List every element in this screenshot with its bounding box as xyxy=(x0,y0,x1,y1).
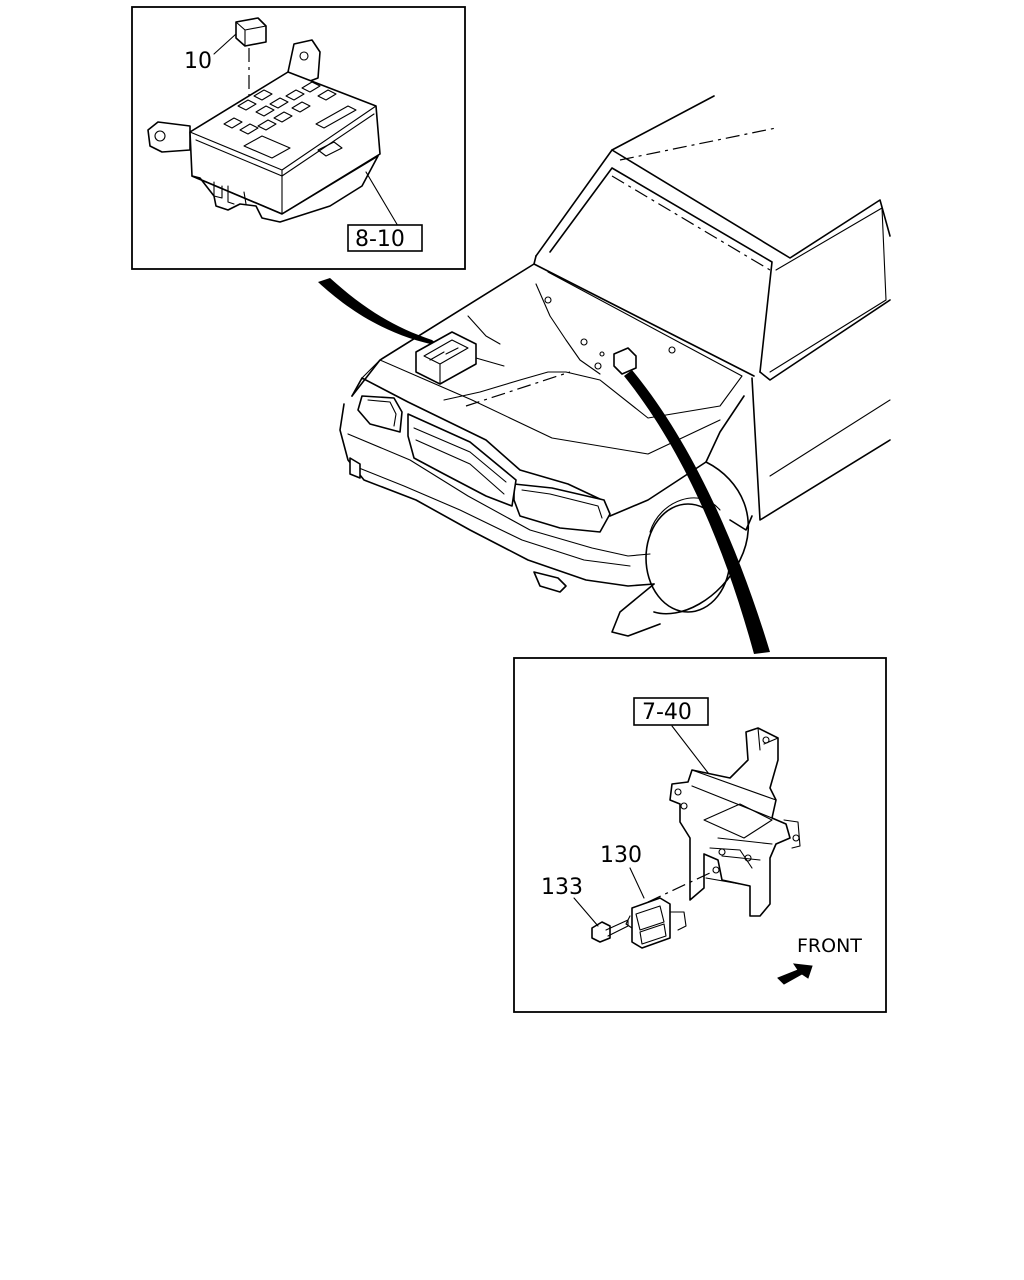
leader-10 xyxy=(213,33,237,55)
callout-7-40: 7-40 xyxy=(642,700,692,725)
pointer-arrow-bracket xyxy=(624,370,770,654)
callout-133: 133 xyxy=(541,875,583,900)
leader-7-40 xyxy=(671,725,713,779)
front-arrow-icon xyxy=(777,963,813,985)
ref-box-7-40 xyxy=(633,697,709,726)
leader-133 xyxy=(573,897,599,927)
leader-130 xyxy=(629,867,645,899)
bolt xyxy=(591,919,629,943)
fuse-relay-box xyxy=(189,71,381,223)
callout-130: 130 xyxy=(600,843,642,868)
relay-part xyxy=(235,17,267,47)
ref-box-8-10 xyxy=(347,224,423,252)
callout-8-10: 8-10 xyxy=(355,227,405,252)
module-install-line xyxy=(647,871,713,903)
vehicle-front-view xyxy=(339,95,891,637)
inset-relay-box: 10 xyxy=(131,6,466,270)
front-label: FRONT xyxy=(797,935,862,957)
control-module xyxy=(625,897,687,949)
inset-module-bracket: 7-40 130 xyxy=(513,657,887,1013)
callout-10: 10 xyxy=(184,49,212,74)
relay-box-bracket-left xyxy=(147,121,191,153)
leader-8-10 xyxy=(365,171,399,227)
pointer-arrow-relay-box xyxy=(318,278,440,346)
mounting-bracket xyxy=(669,727,801,917)
